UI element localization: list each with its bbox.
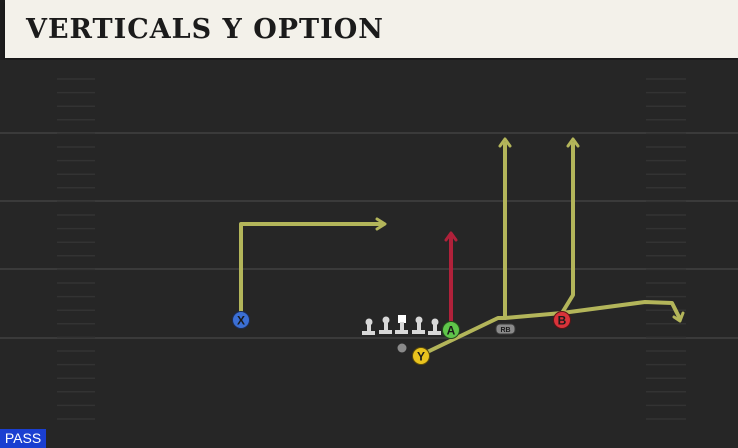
header-accent-bar	[0, 0, 5, 60]
player-x[interactable]: X	[232, 311, 250, 329]
lineman-lg	[379, 316, 392, 334]
player-y[interactable]: Y	[412, 347, 430, 365]
route-b-vertical	[503, 142, 575, 320]
player-b[interactable]: B	[553, 311, 571, 329]
player-rb-label: RB	[500, 327, 510, 334]
player-b-label: B	[558, 314, 567, 328]
quarterback	[397, 343, 407, 353]
play-type-badge: PASS	[0, 429, 46, 448]
arrow-y	[498, 137, 512, 148]
player-rb[interactable]: RB	[495, 323, 516, 335]
arrow-x	[375, 217, 387, 231]
route-y-vertical	[419, 142, 507, 357]
route-rb-flat	[560, 300, 681, 319]
lineman-rg	[412, 316, 425, 334]
offensive-line	[362, 315, 441, 335]
lineman-lt	[362, 318, 375, 335]
football-field	[0, 60, 738, 448]
lineman-rt	[428, 318, 441, 335]
play-header: VERTICALS Y OPTION	[0, 0, 738, 60]
arrow-b	[566, 137, 580, 148]
arrow-a	[444, 231, 458, 242]
hash-marks	[57, 78, 686, 420]
player-y-label: Y	[417, 350, 425, 364]
player-a[interactable]: A	[442, 321, 460, 339]
player-a-label: A	[447, 324, 456, 338]
play-title-card: VERTICALS Y OPTION	[5, 0, 738, 58]
yard-lines	[0, 132, 738, 339]
play-title: VERTICALS Y OPTION	[26, 14, 384, 45]
route-x-out	[239, 222, 383, 321]
arrow-rb	[672, 311, 685, 323]
player-x-label: X	[237, 314, 245, 328]
center	[395, 315, 408, 334]
